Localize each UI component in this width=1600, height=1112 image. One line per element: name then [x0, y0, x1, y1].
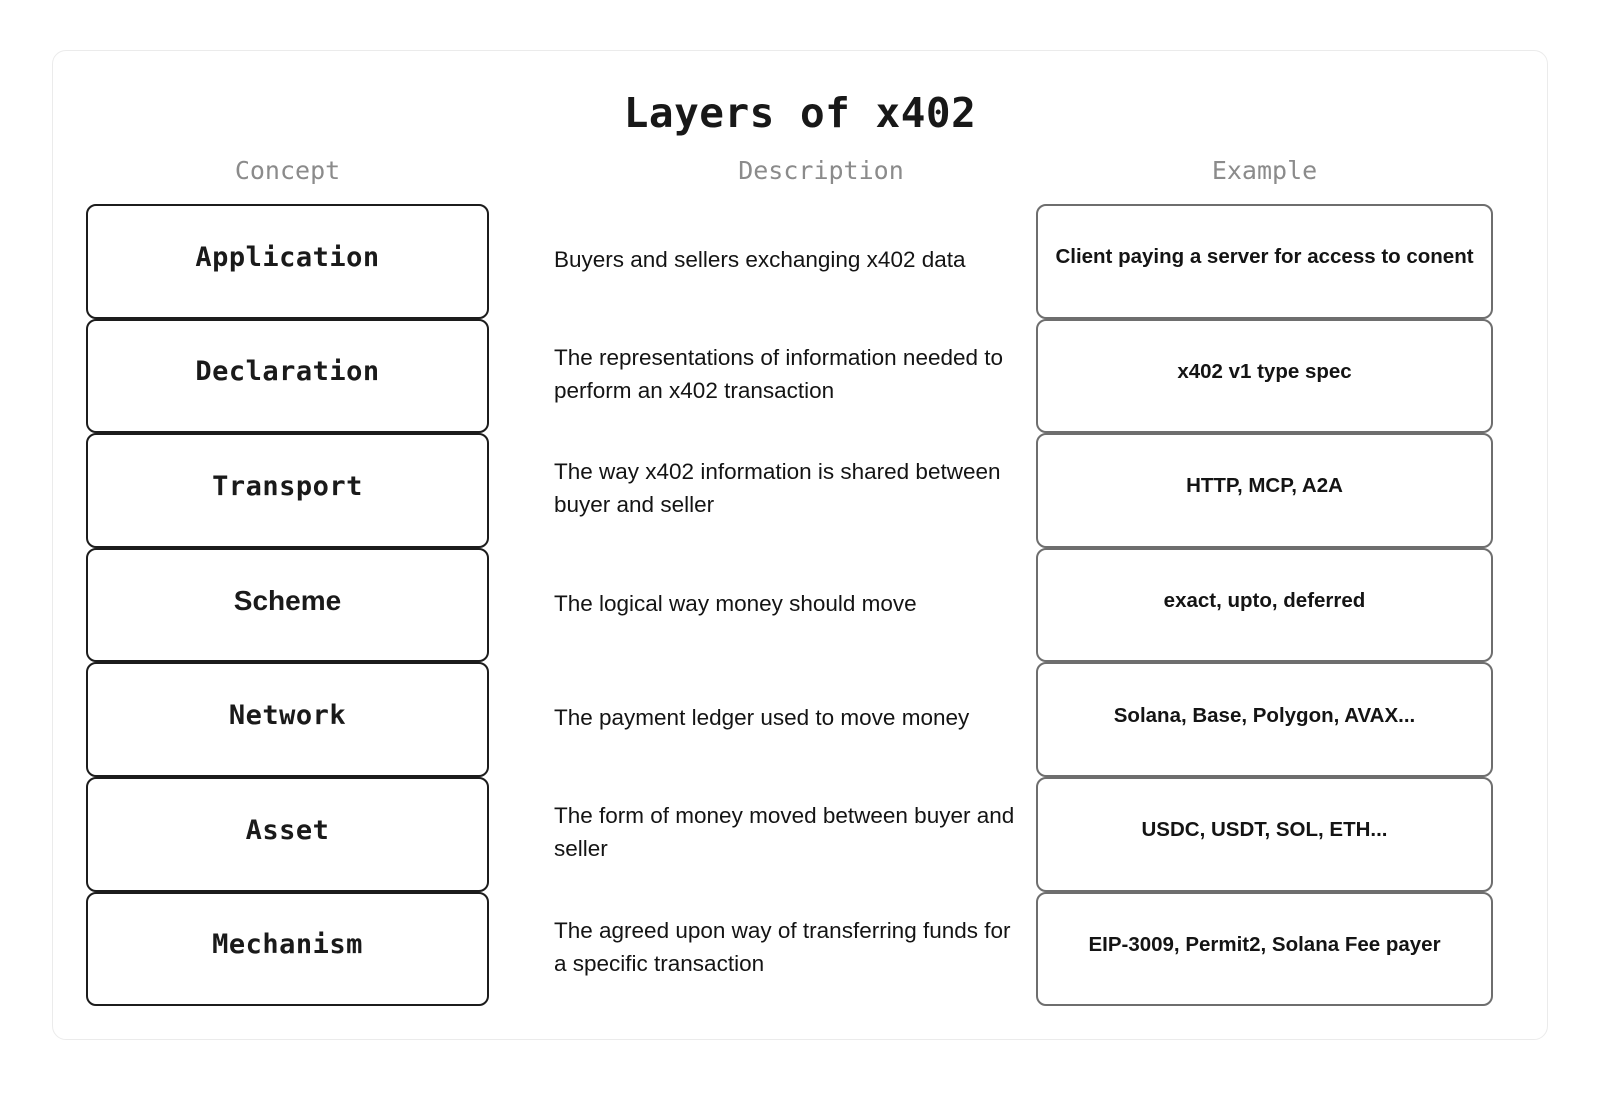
example-label: EIP-3009, Permit2, Solana Fee payer [1088, 932, 1441, 956]
concept-label: Declaration [195, 356, 380, 388]
concept-label: Transport [212, 470, 363, 502]
description-text: The representations of information neede… [554, 344, 1004, 403]
description-cell: The agreed upon way of transferring fund… [554, 892, 1024, 1007]
concept-label: Network [228, 700, 347, 732]
example-label: HTTP, MCP, A2A [1186, 474, 1343, 498]
table-row: Transport The way x402 information is sh… [53, 433, 1547, 548]
column-header-description: Description [738, 156, 904, 185]
table-row: Network The payment ledger used to move … [53, 662, 1547, 777]
description-cell: The payment ledger used to move money [554, 662, 1024, 777]
example-box[interactable]: EIP-3009, Permit2, Solana Fee payer [1036, 891, 1493, 1007]
concept-box[interactable]: Transport [86, 433, 489, 548]
description-cell: The form of money moved between buyer an… [554, 777, 1024, 892]
column-header-concept: Concept [234, 156, 341, 185]
description-text: The payment ledger used to move money [554, 705, 970, 731]
concept-box[interactable]: Application [86, 204, 489, 319]
concept-label: Scheme [233, 585, 342, 617]
concept-box[interactable]: Network [86, 662, 489, 777]
description-cell: Buyers and sellers exchanging x402 data [554, 204, 1024, 319]
example-label: USDC, USDT, SOL, ETH... [1141, 818, 1388, 842]
example-box[interactable]: HTTP, MCP, A2A [1036, 433, 1493, 548]
example-box[interactable]: exact, upto, deferred [1036, 547, 1493, 663]
column-header-row: Concept Description Example [53, 156, 1547, 190]
description-text: The form of money moved between buyer an… [554, 803, 1015, 862]
table-row: Mechanism The agreed upon way of transfe… [53, 891, 1547, 1007]
concept-label: Asset [245, 814, 330, 846]
concept-label: Application [195, 241, 380, 273]
table-row: Asset The form of money moved between bu… [53, 776, 1547, 892]
example-box[interactable]: x402 v1 type spec [1036, 318, 1493, 434]
description-cell: The way x402 information is shared betwe… [554, 433, 1024, 548]
example-label: exact, upto, deferred [1163, 589, 1366, 613]
description-cell: The representations of information neede… [554, 319, 1024, 434]
example-label: Solana, Base, Polygon, AVAX... [1113, 703, 1416, 727]
column-header-example: Example [1211, 156, 1318, 185]
example-box[interactable]: Client paying a server for access to con… [1036, 204, 1493, 319]
description-cell: The logical way money should move [554, 548, 1024, 663]
example-label: x402 v1 type spec [1177, 359, 1352, 383]
concept-box[interactable]: Asset [86, 776, 489, 892]
table-row: Scheme The logical way money should move… [53, 547, 1547, 663]
description-text: The agreed upon way of transferring fund… [554, 917, 1011, 976]
layers-grid: Application Buyers and sellers exchangin… [53, 204, 1547, 1007]
description-text: The way x402 information is shared betwe… [554, 459, 1001, 518]
description-text: The logical way money should move [554, 590, 917, 616]
example-box[interactable]: Solana, Base, Polygon, AVAX... [1036, 662, 1493, 777]
table-row: Declaration The representations of infor… [53, 318, 1547, 434]
example-box[interactable]: USDC, USDT, SOL, ETH... [1036, 776, 1493, 892]
description-text: Buyers and sellers exchanging x402 data [554, 246, 966, 272]
concept-label: Mechanism [212, 929, 363, 961]
concept-box[interactable]: Declaration [86, 318, 489, 434]
diagram-card: Layers of x402 Concept Description Examp… [52, 50, 1548, 1040]
concept-box[interactable]: Scheme [86, 547, 489, 663]
example-label: Client paying a server for access to con… [1055, 245, 1474, 269]
page-title: Layers of x402 [623, 89, 977, 137]
concept-box[interactable]: Mechanism [86, 891, 489, 1007]
table-row: Application Buyers and sellers exchangin… [53, 204, 1547, 319]
